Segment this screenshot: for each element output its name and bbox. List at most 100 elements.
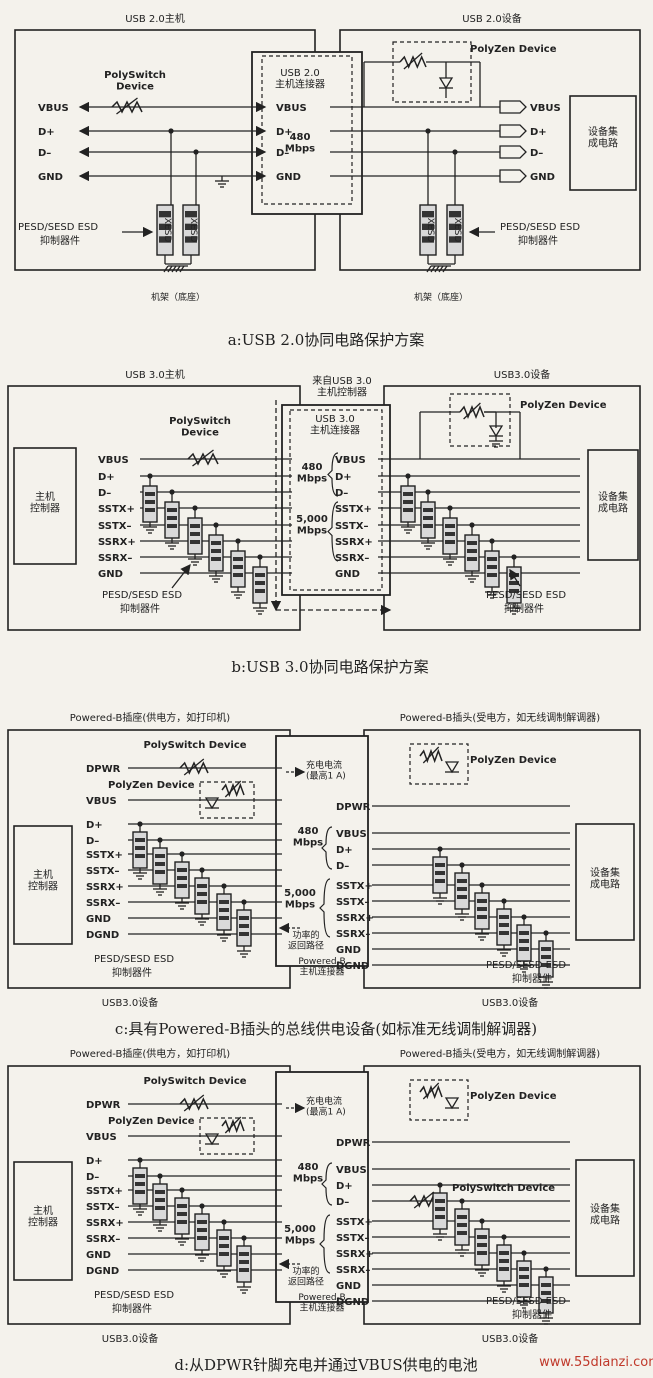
panel-b-host-pin-7: GND (98, 569, 123, 580)
panel_c-speed-5000-line: Mbps (285, 900, 315, 911)
esd-stripe (457, 887, 467, 891)
panel-b-conn-pin-4: SSTX– (335, 521, 369, 532)
esd-stripe (155, 1206, 165, 1210)
panel-a-conn-pin-0: VBUS (276, 103, 307, 114)
panel-b-dev-esd-label: PESD/SESD ESD (486, 590, 566, 601)
panel-b-connector-label-line: USB 3.0 (315, 414, 355, 425)
esd-stripe (477, 915, 487, 919)
esd-stripe (449, 211, 461, 218)
esd-stripe (487, 565, 497, 569)
panel_c-device-ic (575, 823, 635, 941)
panel_d-device-ic-label-line: 设备集 (590, 1202, 620, 1215)
panel-b-host-pin-1: D+ (98, 472, 115, 483)
panel_d-left-pin-9: DGND (86, 1266, 119, 1277)
esd-stripe (435, 863, 445, 867)
panel-a-device-ic-label: 设备集成电路 (588, 125, 618, 150)
panel_d-left-pin-0: DPWR (86, 1100, 121, 1111)
panel_d-left-pin-8: GND (86, 1250, 111, 1261)
panel_c-speed-5000-line: 5,000 (284, 888, 316, 899)
panel_d-left-pin-2: D+ (86, 1156, 103, 1167)
esd-stripe (185, 223, 197, 230)
esd-stripe (167, 516, 177, 520)
panel_c-connector-box (275, 735, 369, 967)
panel_c-return-path-label-line: 返回路径 (288, 939, 324, 951)
panel_c-left-pin-8: GND (86, 914, 111, 925)
panel-a-polyzen-diode (438, 77, 454, 90)
chassis-hatch (167, 265, 173, 273)
panel_d-conn-pin-4: SSTX+ (336, 1217, 373, 1228)
panel_d-polyswitch-label: PolySwitch Device (143, 1076, 246, 1087)
panel-b-polyswitch-label-line: Device (181, 428, 219, 439)
esd-stripe (155, 1190, 165, 1194)
panel_c-conn-pin-2: D+ (336, 845, 353, 856)
panel-a-speed-label-line: 480 (290, 132, 311, 143)
esd-stripe (403, 492, 413, 496)
panel_d-conn-pin-9: DGND (336, 1297, 369, 1308)
panel-a-dev-pin-3: GND (530, 172, 555, 183)
panel-a-dev-esd-sub: 抑制器件 (518, 234, 558, 247)
panel-a-host-title: USB 2.0主机 (125, 12, 185, 25)
panel_d-left-esd-sub: 抑制器件 (112, 1302, 152, 1315)
panel-a-device-title: USB 2.0设备 (462, 12, 522, 25)
panel_d-conn-pin-6: SSRX+ (336, 1249, 374, 1260)
polyswitch-slash (224, 780, 242, 798)
esd-stripe (519, 1275, 529, 1279)
esd-stripe (185, 236, 197, 243)
polyswitch-slash (116, 97, 138, 115)
panel_d-conn-pin-0: DPWR (336, 1138, 371, 1149)
esd-stripe (445, 524, 455, 528)
panel_d-conn-pin-8: GND (336, 1281, 361, 1292)
panel-a-host-pin-2: D– (38, 148, 51, 159)
esd-stripe (519, 931, 529, 935)
panel_c-left-box (7, 729, 291, 989)
panel-b-host-title: USB 3.0主机 (125, 368, 185, 381)
chassis-hatch (179, 265, 185, 273)
esd-chip-label: XESD (452, 218, 462, 243)
panel-b-speed-480-line: Mbps (297, 474, 327, 485)
esd-stripe (541, 1299, 551, 1303)
panel_c-conn-pin-0: DPWR (336, 802, 371, 813)
panel-b-host-esd-label: PESD/SESD ESD (102, 590, 182, 601)
panel_c-left-pin-4: SSTX+ (86, 850, 123, 861)
esd-stripe (155, 854, 165, 858)
esd-stripe (155, 862, 165, 866)
esd-stripe (135, 854, 145, 858)
panel-b-conn-pin-7: GND (335, 569, 360, 580)
panel-b-device-ic-label-line: 设备集 (598, 490, 628, 503)
panel-b-host-pin-6: SSRX– (98, 553, 132, 564)
panel_c-speed-480-line: Mbps (293, 838, 323, 849)
esd-stripe (239, 1268, 249, 1272)
esd-stripe (467, 557, 477, 561)
panel_c-left-pin-9: DGND (86, 930, 119, 941)
esd-stripe (155, 870, 165, 874)
panel_d-host-controller-label: 主机控制器 (28, 1204, 58, 1229)
panel_d-conn-pin-3: D– (336, 1197, 349, 1208)
panel-b-conn-pin-1: D+ (335, 472, 352, 483)
panel-b-speed-5000-line: Mbps (297, 526, 327, 537)
esd-stripe (457, 879, 467, 883)
panel_d-bracket-480 (321, 1162, 333, 1206)
esd-stripe (177, 884, 187, 888)
panel-b-host-controller-label-line: 控制器 (30, 502, 60, 515)
panel_d-left-pin-1: VBUS (86, 1132, 117, 1143)
esd-stripe (467, 549, 477, 553)
esd-stripe (211, 557, 221, 561)
esd-stripe (239, 1252, 249, 1256)
panel-a-conn-pin-3: GND (276, 172, 301, 183)
panel_c-device-ic-label-line: 成电路 (590, 878, 620, 891)
esd-stripe (159, 211, 171, 218)
esd-stripe (477, 899, 487, 903)
panel-a-device-ic-label-line: 设备集 (588, 125, 618, 138)
esd-stripe (541, 955, 551, 959)
panel-a-dev-pin-1: D+ (530, 127, 547, 138)
esd-stripe (541, 963, 551, 967)
panel-a-dev-pin-2: D– (530, 148, 543, 159)
panel-a-polyzen-ptc (399, 55, 427, 69)
panel_c-charge-label: 充电电流(最高1 A) (306, 759, 346, 781)
panel_d-left-pin-4: SSTX+ (86, 1186, 123, 1197)
panel-b-host-pin-5: SSRX+ (98, 537, 136, 548)
esd-stripe (499, 1259, 509, 1263)
